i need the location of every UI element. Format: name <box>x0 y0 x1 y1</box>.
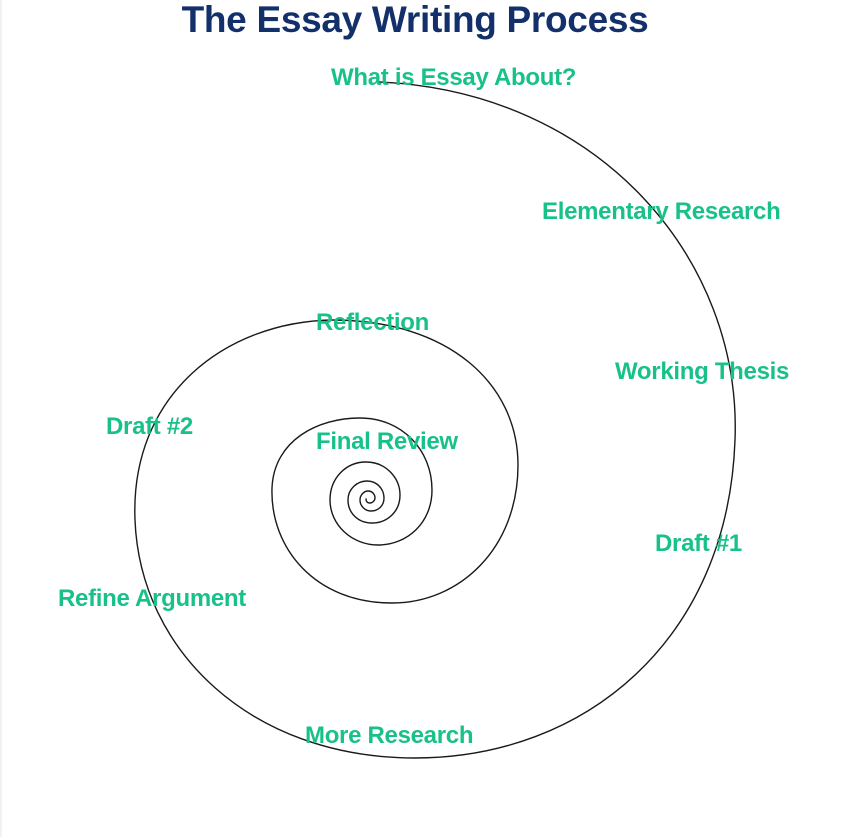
spiral-path <box>134 81 736 759</box>
stage-more-research: More Research <box>305 722 474 749</box>
image-left-edge <box>0 0 2 837</box>
diagram-title: The Essay Writing Process <box>181 0 649 40</box>
stage-what-is-essay-about: What is Essay About? <box>331 64 577 91</box>
stage-elementary-research: Elementary Research <box>542 198 781 225</box>
stage-refine-argument: Refine Argument <box>58 585 246 612</box>
stage-draft-1: Draft #1 <box>655 530 742 557</box>
stage-reflection: Reflection <box>316 309 430 336</box>
stage-draft-2: Draft #2 <box>106 413 193 440</box>
stage-final-review: Final Review <box>316 428 458 455</box>
stage-working-thesis: Working Thesis <box>615 358 790 385</box>
